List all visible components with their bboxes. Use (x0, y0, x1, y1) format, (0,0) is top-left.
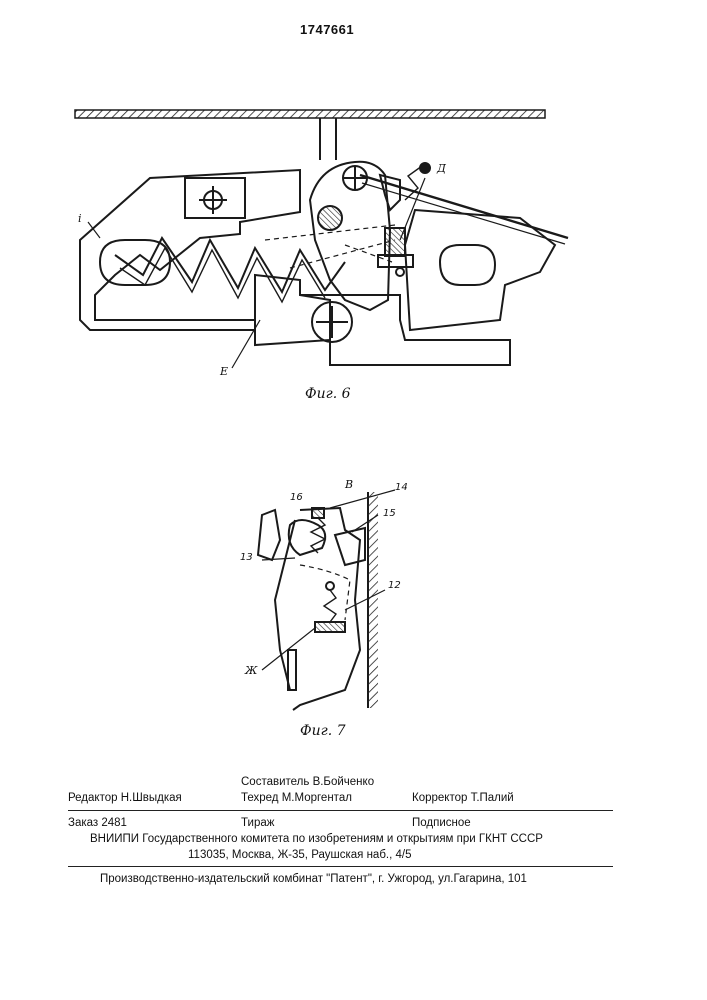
label-d: Д (437, 162, 446, 175)
imprint-institute: ВНИИПИ Государственного комитета по изоб… (90, 833, 543, 845)
imprint-compiler: Составитель В.Бойченко (241, 776, 374, 788)
label-14: 14 (395, 482, 408, 493)
label-15: 15 (383, 508, 396, 519)
imprint-techred: Техред М.Моргентал (241, 792, 352, 804)
label-12: 12 (388, 580, 401, 591)
label-16: 16 (290, 492, 303, 503)
label-v: В (345, 478, 353, 491)
figure6-caption: Фиг. 6 (305, 386, 351, 402)
figure7-caption: Фиг. 7 (300, 723, 346, 739)
imprint-circulation: Тираж (241, 817, 274, 829)
imprint-divider-1 (68, 810, 613, 811)
label-i: i (78, 212, 82, 225)
label-e: Е (220, 365, 228, 378)
figure7-drawing (258, 490, 395, 710)
imprint-address: 113035, Москва, Ж-35, Раушская наб., 4/5 (188, 849, 411, 861)
imprint-divider-2 (68, 866, 613, 867)
label-13: 13 (240, 552, 253, 563)
imprint-publisher: Производственно-издательский комбинат "П… (100, 873, 527, 885)
imprint-editor: Редактор Н.Швыдкая (68, 792, 182, 804)
imprint-order: Заказ 2481 (68, 817, 127, 829)
imprint-corrector: Корректор Т.Палий (412, 792, 514, 804)
imprint-subscription: Подписное (412, 817, 471, 829)
label-zh: Ж (245, 664, 257, 677)
